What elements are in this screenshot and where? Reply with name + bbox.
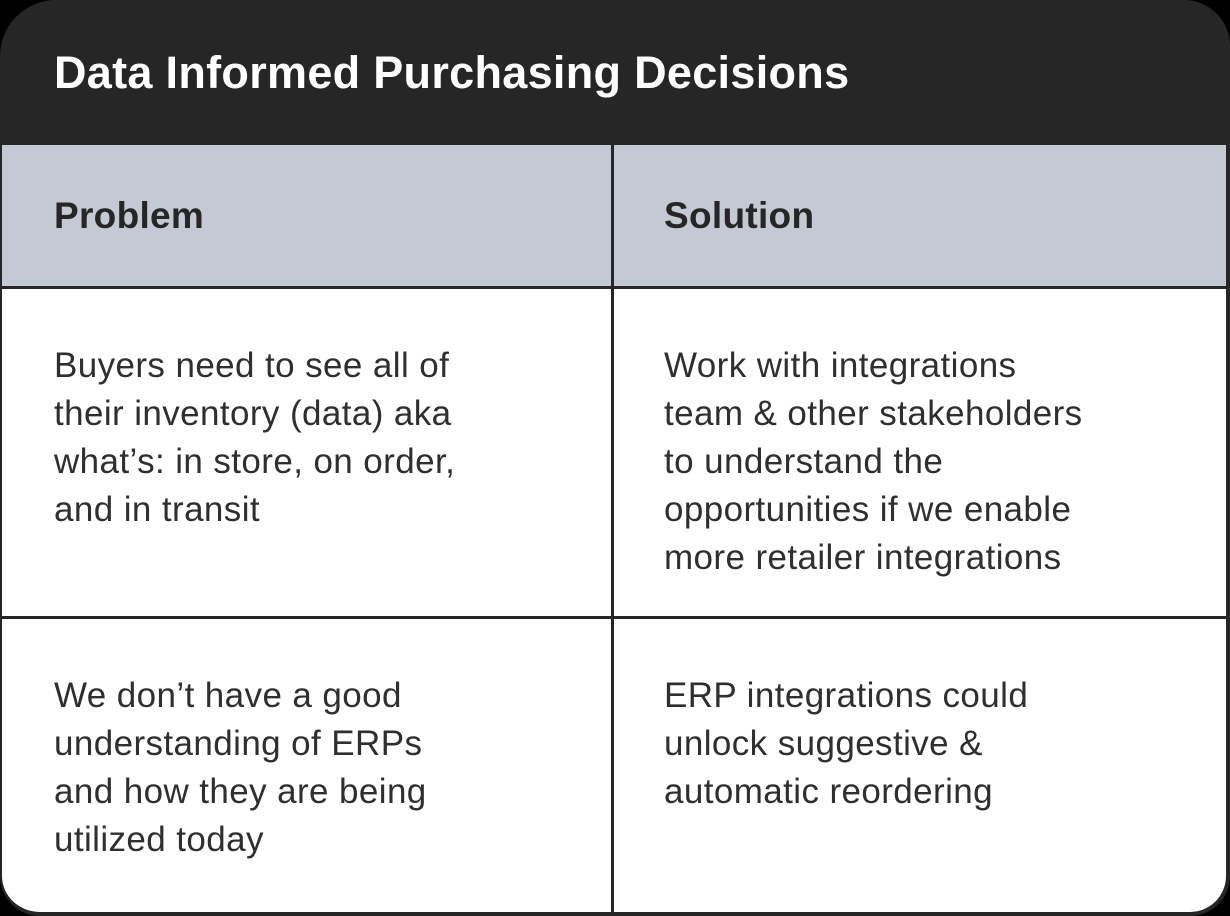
- cell-problem-row2: We don’t have a good understanding of ER…: [2, 619, 614, 912]
- page-title: Data Informed Purchasing Decisions: [54, 46, 850, 98]
- table-row: We don’t have a good understanding of ER…: [2, 619, 1226, 912]
- column-header-solution: Solution: [664, 194, 815, 236]
- cell-solution-row1: Work with integrations team & other stak…: [664, 346, 1083, 577]
- cell-problem-row1: Buyers need to see all of their inventor…: [2, 289, 614, 616]
- cell-solution-row2: ERP integrations could unlock suggestive…: [664, 676, 1029, 811]
- table-header-row: Problem Solution: [2, 145, 1226, 289]
- title-bar: Data Informed Purchasing Decisions: [2, 0, 1226, 145]
- table-row: Buyers need to see all of their inventor…: [2, 289, 1226, 619]
- column-header-problem: Problem: [2, 145, 614, 286]
